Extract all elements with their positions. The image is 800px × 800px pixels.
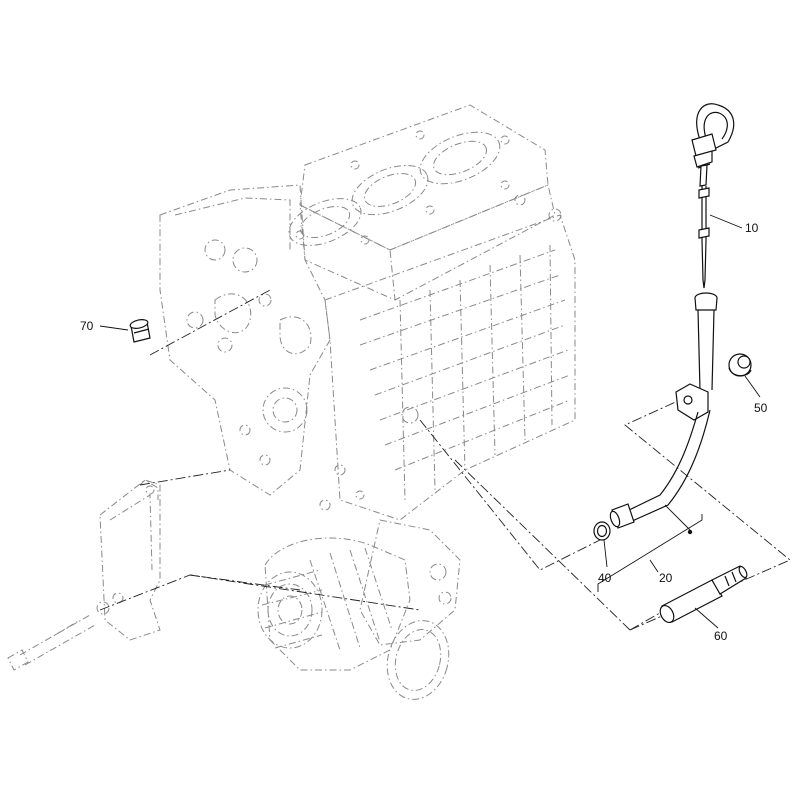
assembly-lines	[99, 289, 791, 631]
dipstick-guide-tube[interactable]	[609, 292, 718, 529]
callout-10: 10	[709, 214, 759, 235]
belt-cover	[99, 479, 161, 641]
callout-20-dot	[687, 529, 693, 535]
engine-block	[159, 104, 576, 646]
alternator	[257, 537, 411, 671]
callout-50-label: 50	[754, 401, 768, 415]
callout-60: 60	[694, 607, 728, 643]
callout-20: 20	[597, 504, 703, 592]
cover-bolt	[7, 592, 124, 671]
crank-seal-ring	[386, 620, 450, 700]
callout-70-label: 70	[80, 319, 94, 333]
callout-70: 70	[80, 319, 129, 333]
callout-20-label: 20	[659, 571, 673, 585]
dipstick[interactable]	[691, 103, 735, 289]
callout-50: 50	[744, 375, 768, 415]
o-ring[interactable]	[593, 521, 611, 541]
grommet[interactable]	[728, 353, 752, 377]
adapter-pipe[interactable]	[657, 565, 748, 624]
callout-40: 40	[598, 539, 612, 585]
callout-10-label: 10	[745, 221, 759, 235]
callout-60-label: 60	[714, 629, 728, 643]
plug[interactable]	[129, 318, 151, 343]
